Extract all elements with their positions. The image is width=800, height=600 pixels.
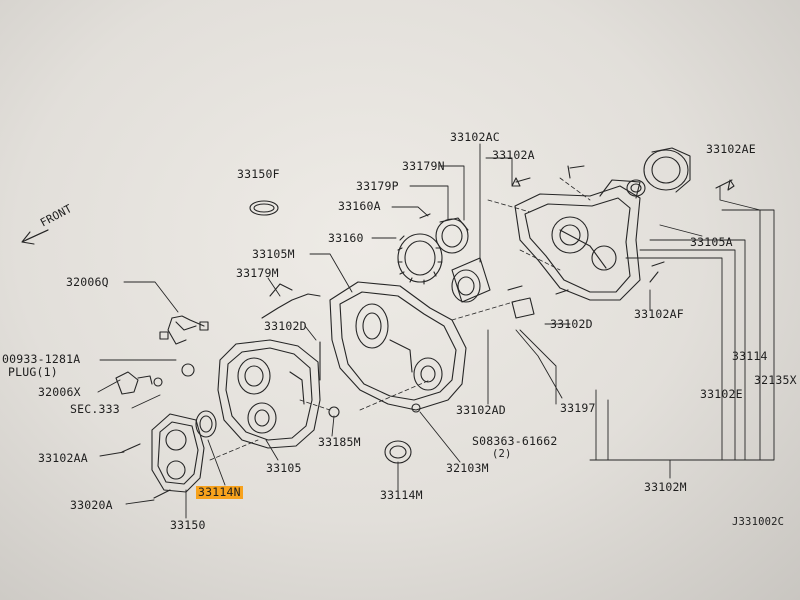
plug-33185M bbox=[328, 406, 340, 418]
part-label-32006Q[interactable]: 32006Q bbox=[66, 275, 109, 289]
sleeve-33179N bbox=[451, 257, 491, 303]
clip-33179M bbox=[261, 283, 321, 319]
seal-33179P bbox=[435, 217, 469, 254]
middle-case bbox=[329, 281, 467, 411]
part-label-33102AD[interactable]: 33102AD bbox=[456, 403, 506, 417]
front-cover-33150 bbox=[151, 413, 205, 493]
front-case bbox=[217, 339, 321, 449]
part-label-33150F[interactable]: 33150F bbox=[237, 167, 280, 181]
rear-case bbox=[514, 179, 641, 301]
plug-32103M bbox=[411, 403, 421, 413]
snap-ring-33150F bbox=[249, 200, 279, 216]
part-label-33114M[interactable]: 33114M bbox=[380, 488, 423, 502]
part-label-33160A[interactable]: 33160A bbox=[338, 199, 381, 213]
part-label-33102E[interactable]: 33102E bbox=[700, 387, 743, 401]
part-label-33179N[interactable]: 33179N bbox=[402, 159, 445, 173]
part-label-33102A[interactable]: 33102A bbox=[492, 148, 535, 162]
part-label-00933-1281A[interactable]: 00933-1281A bbox=[2, 352, 81, 366]
part-label-33185M[interactable]: 33185M bbox=[318, 435, 361, 449]
part-label-33105[interactable]: 33105 bbox=[266, 461, 302, 475]
plug-qty-label: PLUG(1) bbox=[8, 365, 58, 379]
part-label-33102AE[interactable]: 33102AE bbox=[706, 142, 756, 156]
part-label-33105A[interactable]: 33105A bbox=[690, 235, 733, 249]
leader-lines bbox=[97, 143, 775, 519]
oil-seal-33114M bbox=[384, 440, 412, 464]
part-label-33105M[interactable]: 33105M bbox=[252, 247, 295, 261]
part-label-32006X[interactable]: 32006X bbox=[38, 385, 81, 399]
gear-33160 bbox=[397, 233, 443, 285]
switch-32006X bbox=[115, 371, 163, 395]
part-label-32103M[interactable]: 32103M bbox=[446, 461, 489, 475]
part-label-33020A[interactable]: 33020A bbox=[70, 498, 113, 512]
bracket-33102D bbox=[511, 297, 535, 319]
part-label-33102D-right[interactable]: 33102D bbox=[550, 317, 593, 331]
oil-seal-33114N bbox=[195, 410, 217, 438]
part-label-33179P[interactable]: 33179P bbox=[356, 179, 399, 193]
part-label-33160[interactable]: 33160 bbox=[328, 231, 364, 245]
part-label-33102AF[interactable]: 33102AF bbox=[634, 307, 684, 321]
part-label-33102M[interactable]: 33102M bbox=[644, 480, 687, 494]
section-ref-label[interactable]: SEC.333 bbox=[70, 402, 120, 416]
part-label-33114[interactable]: 33114 bbox=[732, 349, 768, 363]
bolts bbox=[121, 165, 735, 499]
front-arrow-icon bbox=[21, 229, 49, 245]
bearing-33102AE bbox=[626, 147, 691, 197]
sensor-harness bbox=[159, 315, 209, 377]
part-label-33150[interactable]: 33150 bbox=[170, 518, 206, 532]
part-label-33102AC[interactable]: 33102AC bbox=[450, 130, 500, 144]
part-label-33197[interactable]: 33197 bbox=[560, 401, 596, 415]
diagram-code-label: J331002C bbox=[732, 516, 785, 528]
bolt-part-label[interactable]: S08363-61662 bbox=[472, 434, 558, 448]
part-label-33114N-highlighted[interactable]: 33114N bbox=[196, 485, 243, 499]
part-label-33102AA[interactable]: 33102AA bbox=[38, 451, 88, 465]
part-label-33102D-left[interactable]: 33102D bbox=[264, 319, 307, 333]
bolt-qty-label: (2) bbox=[492, 448, 512, 460]
part-label-32135X[interactable]: 32135X bbox=[754, 373, 797, 387]
part-label-33179M[interactable]: 33179M bbox=[236, 266, 279, 280]
